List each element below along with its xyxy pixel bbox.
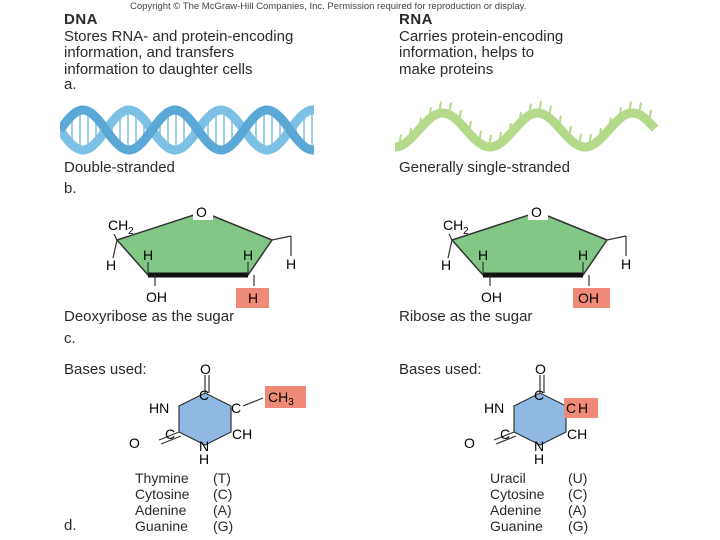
- c-atom: C: [165, 426, 175, 442]
- o-atom: O: [464, 435, 475, 451]
- section-d-label: d.: [64, 517, 77, 534]
- h-atom: H: [286, 256, 296, 272]
- section-c-label: c.: [64, 330, 76, 347]
- copyright-notice: Copyright © The McGraw-Hill Companies, I…: [130, 1, 527, 12]
- ring-oxygen: O: [531, 204, 542, 220]
- uracil-h-atom: H: [578, 400, 588, 416]
- dna-desc-line: information to daughter cells: [64, 60, 253, 78]
- ch2-subscript: 2: [128, 226, 134, 237]
- c-atom: C: [500, 426, 510, 442]
- oh-group: OH: [481, 289, 502, 305]
- section-b-label: b.: [64, 180, 77, 197]
- dna-sugar-label: Deoxyribose as the sugar: [64, 308, 235, 325]
- dna-strand-label: Double-stranded: [64, 159, 175, 176]
- h-atom: H: [143, 247, 153, 263]
- list-item: Cytosine(C): [135, 486, 233, 502]
- highlight-box: [564, 398, 598, 418]
- h-atom: H: [578, 247, 588, 263]
- list-item: Cytosine(C): [490, 486, 588, 502]
- n-atom: N: [199, 438, 209, 454]
- highlight-box: [265, 386, 306, 408]
- rna-bases-heading: Bases used:: [399, 361, 482, 378]
- thymine-structure: O O HN C C C CH N H CH3: [129, 361, 306, 465]
- list-item: Uracil(U): [490, 470, 588, 486]
- h-atom: H: [106, 257, 116, 273]
- highlight-box: [573, 288, 610, 308]
- rna-single-strand: [395, 100, 659, 152]
- hn-group: HN: [149, 400, 169, 416]
- section-a-label: a.: [64, 76, 77, 93]
- dna-title: DNA: [64, 11, 98, 28]
- dna-desc-line: Stores RNA- and protein-encoding: [64, 27, 294, 45]
- rna-title: RNA: [399, 11, 433, 28]
- list-item: Thymine(T): [135, 470, 231, 486]
- highlight-box: [236, 288, 269, 308]
- rna-desc-line: Carries protein-encoding: [399, 27, 564, 45]
- h-atom: H: [621, 256, 631, 272]
- hn-group: HN: [484, 400, 504, 416]
- h-atom: H: [534, 451, 544, 465]
- methyl-group: CH3: [268, 389, 294, 408]
- o-atom: O: [200, 361, 211, 377]
- dna-header: DNA Stores RNA- and protein-encoding inf…: [64, 11, 294, 78]
- ch2-subscript: 2: [463, 226, 469, 237]
- dna-double-helix: [60, 105, 314, 155]
- list-item: Adenine(A): [135, 502, 232, 518]
- ch2-group: CH: [108, 217, 128, 233]
- dna-sugar-group: H: [248, 290, 258, 306]
- list-item: Guanine(G): [135, 518, 234, 534]
- c-atom: C: [534, 387, 544, 403]
- rna-sugar-label: Ribose as the sugar: [399, 308, 533, 325]
- c-atom: C: [231, 400, 241, 416]
- o-atom: O: [535, 361, 546, 377]
- rna-sugar-group: OH: [578, 290, 599, 306]
- ring-oxygen: O: [196, 204, 207, 220]
- uracil-structure: O O HN C C H C CH N H: [464, 361, 598, 465]
- dna-bases-list: Thymine(T) Cytosine(C) Adenine(A) Guanin…: [135, 470, 233, 534]
- list-item: Adenine(A): [490, 502, 587, 518]
- c-atom: C: [566, 400, 576, 416]
- h-atom: H: [199, 451, 209, 465]
- o-atom: O: [129, 435, 140, 451]
- rna-header: RNA Carries protein-encoding information…: [399, 11, 564, 78]
- h-atom: H: [478, 247, 488, 263]
- ch-group: CH: [567, 426, 587, 442]
- deoxyribose-structure: O CH 2 H H H H OH H: [106, 204, 296, 308]
- dna-desc-line: information, and transfers: [64, 44, 235, 61]
- h-atom: H: [243, 247, 253, 263]
- list-item: Guanine(G): [490, 518, 589, 534]
- ch-group: CH: [232, 426, 252, 442]
- ribose-structure: O CH 2 H H H H OH OH: [441, 204, 631, 308]
- oh-group: OH: [146, 289, 167, 305]
- dna-bases-heading: Bases used:: [64, 361, 147, 378]
- rna-strand-label: Generally single-stranded: [399, 159, 570, 176]
- rna-bases-list: Uracil(U) Cytosine(C) Adenine(A) Guanine…: [490, 470, 588, 534]
- n-atom: N: [534, 438, 544, 454]
- ch2-group: CH: [443, 217, 463, 233]
- rna-desc-line: information, helps to: [399, 44, 535, 61]
- c-atom: C: [199, 387, 209, 403]
- rna-desc-line: make proteins: [399, 60, 494, 78]
- h-atom: H: [441, 257, 451, 273]
